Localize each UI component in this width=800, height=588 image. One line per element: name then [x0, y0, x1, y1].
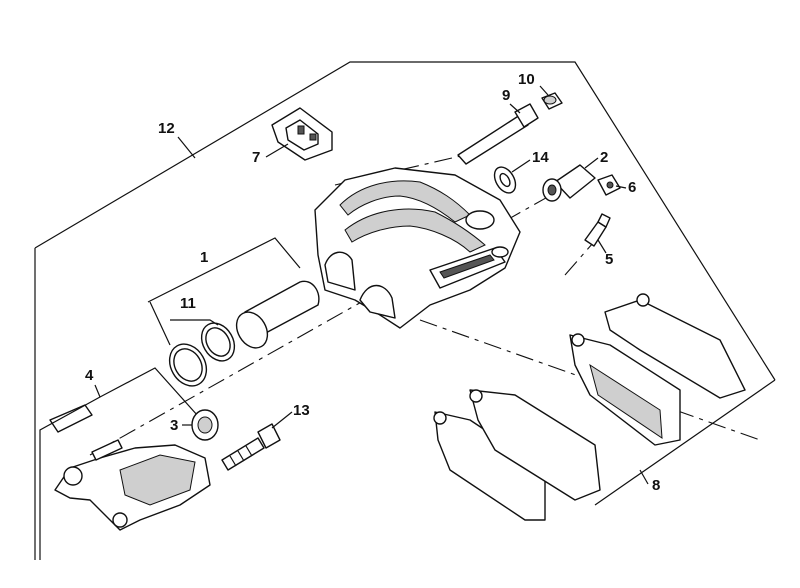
- svg-text:10: 10: [518, 71, 535, 88]
- callout-11: 11: [149, 295, 219, 346]
- svg-text:5: 5: [605, 251, 613, 268]
- callout-13: 13: [271, 402, 310, 429]
- callout-9: 9: [502, 87, 521, 114]
- callout-2: 2: [584, 149, 608, 169]
- brake-pad-part-8d: [604, 293, 746, 399]
- bleeder-part-5: [584, 213, 611, 247]
- svg-text:14: 14: [532, 149, 549, 166]
- seal-part-11b: [168, 343, 208, 387]
- callout-10: 10: [518, 71, 549, 96]
- svg-text:1: 1: [200, 249, 208, 266]
- svg-text:3: 3: [170, 417, 178, 434]
- callout-14: 14: [511, 149, 549, 173]
- washer-part-14: [493, 166, 517, 194]
- brake-pad-part-8b: [469, 389, 601, 501]
- callout-12: 12: [158, 120, 196, 159]
- seal-part-11a: [200, 322, 236, 362]
- svg-text:8: 8: [652, 477, 660, 494]
- bushing-part-3: [191, 409, 219, 441]
- cap-part-10: [541, 92, 563, 110]
- caliper-housing: [314, 167, 521, 329]
- mounting-bracket-part-4: [49, 404, 211, 531]
- svg-text:6: 6: [628, 179, 636, 196]
- callout-1: 1: [147, 237, 301, 303]
- callout-8: 8: [639, 469, 660, 494]
- pad-clip-part-7: [271, 107, 333, 161]
- svg-text:9: 9: [502, 87, 510, 104]
- svg-text:4: 4: [85, 367, 94, 384]
- fitting-part-2: [542, 164, 596, 202]
- centerline-pin: [334, 154, 466, 186]
- svg-text:12: 12: [158, 120, 175, 137]
- svg-text:11: 11: [180, 295, 196, 312]
- svg-text:7: 7: [252, 149, 260, 166]
- svg-text:2: 2: [600, 149, 608, 166]
- brake-pad-part-8c: [569, 333, 681, 446]
- callout-3: 3: [170, 417, 192, 434]
- svg-text:13: 13: [293, 402, 310, 419]
- callout-4: 4: [39, 367, 216, 560]
- guide-pin-part-9: [457, 103, 539, 165]
- callout-5: 5: [597, 239, 613, 268]
- callout-7: 7: [252, 143, 289, 166]
- bolt-part-13: [221, 423, 281, 471]
- piston-part-1: [235, 280, 320, 349]
- cap-part-6: [597, 174, 621, 196]
- callout-6: 6: [615, 179, 636, 196]
